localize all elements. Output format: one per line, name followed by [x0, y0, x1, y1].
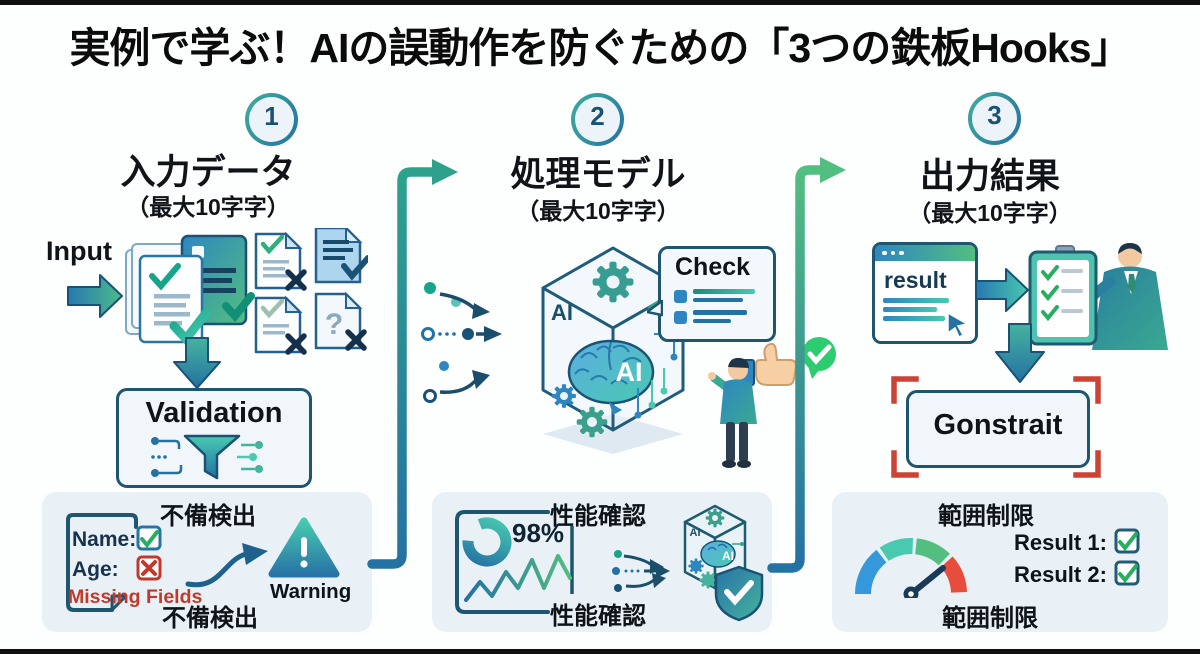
- metrics-chart-icon: [455, 510, 574, 614]
- step-2-badge: 2: [571, 93, 624, 146]
- trend-line: [464, 554, 572, 602]
- age-field-label: Age:: [72, 558, 119, 581]
- step-1-badge: 1: [245, 93, 298, 146]
- connector-1-arrowhead: [432, 159, 458, 185]
- page-title: 実例で学ぶ！AIの誤動作を防ぐための「3つの鉄板Hooks」: [69, 25, 1131, 71]
- donut-gauge-icon: [462, 517, 512, 567]
- validation-box: Validation: [116, 388, 312, 488]
- front-document: [138, 254, 211, 346]
- doc-faint-check-rejected: [254, 295, 307, 355]
- result-2-checkbox-icon: [1114, 560, 1140, 586]
- step-1-result-panel: 不備検出 Name: Age: Missing Fields Warning 不…: [42, 492, 372, 632]
- performance-bottom-label: 性能確認: [550, 603, 646, 630]
- form-sheet-icon: [66, 513, 138, 612]
- ai-cube-icon: AI AI: [541, 246, 688, 454]
- input-arrow-icon: [67, 274, 123, 318]
- defect-detect-bottom-label: 不備検出: [162, 605, 258, 632]
- doc-filled-approved: [314, 228, 368, 284]
- check-list-row: [674, 289, 773, 306]
- window-dot: [899, 250, 904, 256]
- cube-face-ai-label: AI: [551, 300, 573, 325]
- input-label: Input: [46, 236, 112, 266]
- performance-top-label: 性能確認: [550, 503, 646, 530]
- gauge-icon: [855, 538, 967, 598]
- mini-data-flow-icon: [612, 550, 670, 592]
- constraint-box: Gonstrait: [906, 390, 1090, 468]
- window-dot: [890, 250, 895, 256]
- cube-core-ai-label: AI: [616, 357, 643, 387]
- cursor-icon: [947, 311, 970, 339]
- result-1-label: Result 1:: [1014, 530, 1107, 555]
- document-stack-icon: [125, 234, 255, 346]
- accuracy-value: 98%: [512, 518, 565, 548]
- check-list-row: [674, 310, 773, 327]
- brain-icon: [567, 339, 655, 415]
- step-2-heading: 処理モデル: [510, 155, 686, 194]
- name-field-label: Name:: [72, 528, 137, 551]
- step-3-heading: 出力結果: [919, 157, 1060, 196]
- red-bracket-frame: [891, 376, 1101, 478]
- funnel-icon: [151, 434, 263, 480]
- person-reviewer-icon: [708, 357, 757, 468]
- result-1-checkbox-icon: [1114, 528, 1140, 554]
- check-label: Check: [675, 253, 751, 281]
- text-line: [883, 316, 945, 321]
- bubble-tail: [647, 299, 663, 317]
- step-3-badge: 3: [968, 92, 1021, 145]
- defect-detect-top-label: 不備検出: [160, 503, 256, 530]
- text-line: [883, 307, 937, 312]
- question-mark-glyph: ?: [325, 308, 343, 341]
- shield-check-icon: [714, 565, 764, 622]
- step-3-result-panel: 範囲制限 Result 1: Result 2: 範囲制限: [832, 492, 1168, 632]
- down-arrow-3-icon: [995, 323, 1045, 383]
- name-checkbox-checked-icon: [136, 525, 162, 551]
- down-arrow-1-icon: [173, 337, 221, 389]
- window-dot: [882, 250, 887, 256]
- list-bullet-square: [674, 290, 687, 303]
- validation-label: Validation: [145, 397, 283, 429]
- connector-2-arrowhead: [820, 157, 846, 183]
- missing-fields-label: Missing Fields: [68, 586, 203, 608]
- mini-cube-core-ai-label: AI: [722, 549, 734, 563]
- warning-triangle-icon: [268, 517, 340, 578]
- bottom-border-bar: [0, 649, 1200, 654]
- step-2-subheading: （最大10字字）: [516, 198, 680, 224]
- text-line: [883, 298, 949, 303]
- age-checkbox-error-icon: [136, 555, 162, 581]
- doc-unknown-rejected: ?: [314, 291, 367, 351]
- step-1-subheading: （最大10字字）: [126, 194, 290, 220]
- clipboard: [1028, 245, 1098, 346]
- range-limit-bottom-label: 範囲制限: [942, 605, 1038, 632]
- step-2-result-panel: 性能確認 98% AI: [432, 492, 772, 632]
- mini-cube-face-ai-label: AI: [690, 527, 701, 539]
- warning-label: Warning: [270, 580, 352, 603]
- doc-check-rejected: [254, 231, 307, 291]
- step-3-subheading: （最大10字字）: [908, 200, 1072, 226]
- list-bullet-square: [674, 311, 687, 324]
- result-arrow-icon: [975, 268, 1029, 312]
- range-limit-top-label: 範囲制限: [938, 503, 1034, 530]
- result-window: result: [872, 242, 978, 344]
- step-1-heading: 入力データ: [120, 153, 296, 192]
- document-grid-icon: ?: [254, 228, 368, 355]
- check-bubble: Check: [647, 246, 776, 342]
- constraint-label: Gonstrait: [933, 409, 1063, 441]
- result-window-label: result: [884, 267, 947, 293]
- result-2-label: Result 2:: [1014, 562, 1107, 587]
- window-titlebar: [875, 245, 975, 261]
- top-border-bar: [0, 0, 1200, 5]
- curved-arrow-icon: [185, 543, 268, 588]
- reviewer-with-clipboard-icon: [1028, 243, 1168, 350]
- approved-bubble-icon: [802, 337, 836, 379]
